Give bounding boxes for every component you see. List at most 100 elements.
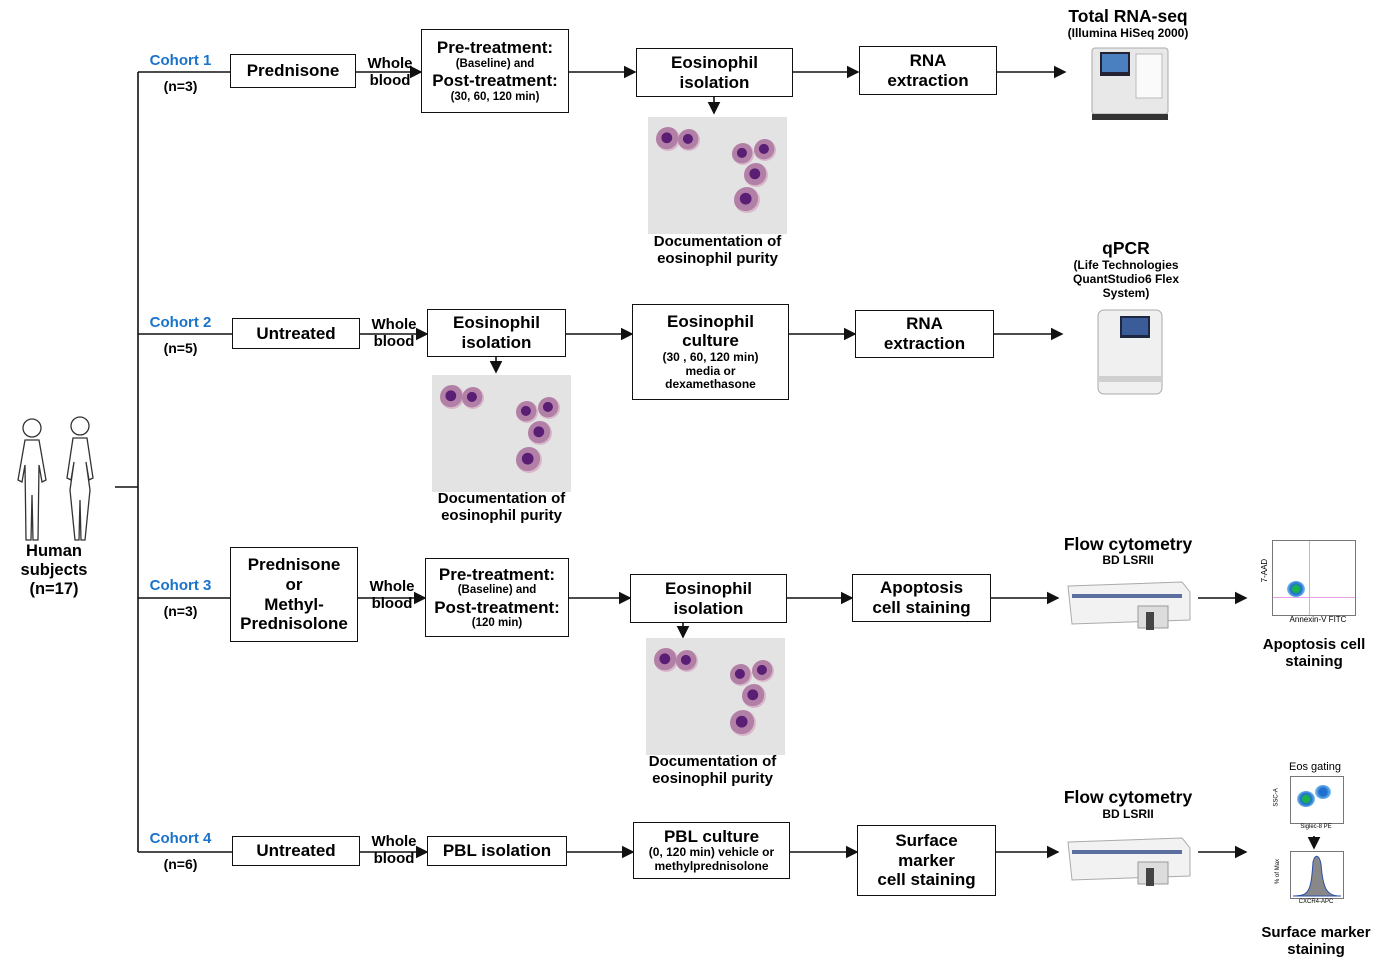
- post-treatment-label: Post-treatment:: [434, 597, 560, 617]
- qpcr-sub3: System): [1102, 285, 1150, 300]
- stain-line1: Surface: [895, 831, 958, 851]
- histogram-plot-ylabel: % of Max: [1275, 858, 1282, 884]
- apoptosis-plot-xlabel: Annexin-V FITC: [1289, 615, 1347, 624]
- eos-gating-label: Eos gating: [1289, 761, 1341, 773]
- stain-line1: Apoptosis: [879, 578, 964, 598]
- qpcr-instrument-icon: [1097, 309, 1163, 395]
- doc-line2: eosinophil purity: [652, 770, 773, 788]
- pre-treatment-label: Pre-treatment:: [436, 38, 554, 58]
- culture-line1: PBL culture: [663, 826, 760, 846]
- cohort1-label: Cohort 1: [149, 52, 212, 69]
- cohort4-drug-box: Untreated: [232, 836, 360, 866]
- res-line1: Surface marker: [1261, 924, 1371, 941]
- iso-line2: isolation: [673, 598, 744, 618]
- subjects-line2: subjects: [20, 560, 88, 579]
- cohort4-drug: Untreated: [256, 841, 336, 861]
- culture-time: (30 , 60, 120 min): [662, 349, 759, 364]
- cohort3-label: Cohort 3: [149, 577, 212, 594]
- stain-line2: marker: [898, 850, 955, 870]
- doc-line1: Documentation of: [648, 753, 777, 770]
- post-treatment-sub: (30, 60, 120 min): [450, 90, 540, 103]
- apoptosis-plot: [1272, 540, 1356, 616]
- iso-line1: Eosinophil: [453, 313, 540, 333]
- rna-line2: extraction: [887, 70, 969, 90]
- histogram-plot: [1290, 851, 1344, 899]
- pbl-isolation: PBL isolation: [442, 841, 552, 861]
- cohort3-n: (n=3): [163, 603, 198, 619]
- wb-line1: Whole: [371, 316, 417, 333]
- doc-line2: eosinophil purity: [441, 507, 562, 525]
- cohort4-output-sub: BD LSRII: [1102, 807, 1154, 821]
- cohort4-label: Cohort 4: [149, 830, 212, 847]
- cohort2-label: Cohort 2: [149, 314, 212, 331]
- res-line2: staining: [1287, 941, 1345, 959]
- gating-plot-ylabel: SSC-A: [1273, 788, 1280, 807]
- sequencer-icon: [1091, 47, 1169, 120]
- drug-line4: Prednisolone: [240, 614, 348, 634]
- drug-line3: Methyl-: [264, 594, 324, 614]
- flow-cytometer-icon: [1067, 581, 1191, 630]
- cohort3-output-sub: BD LSRII: [1102, 553, 1154, 567]
- cohort2-culture-box: Eosinophil culture (30 , 60, 120 min) me…: [632, 304, 789, 400]
- cohort1-n: (n=3): [163, 78, 198, 94]
- subjects-line1: Human: [26, 542, 82, 560]
- cohort2-output-title: qPCR: [1102, 238, 1150, 258]
- doc-line1: Documentation of: [437, 490, 566, 507]
- wb-line1: Whole: [371, 833, 417, 850]
- iso-line1: Eosinophil: [671, 52, 758, 72]
- cohort2-drug: Untreated: [256, 323, 336, 343]
- drug-line1: Prednisone: [247, 555, 341, 575]
- wb-line1: Whole: [367, 55, 413, 72]
- stain-line2: cell staining: [872, 598, 971, 617]
- subjects-label: Human subjects (n=17): [10, 542, 98, 599]
- cohort4-isolation-box: PBL isolation: [427, 836, 567, 866]
- cohort1-drug: Prednisone: [246, 61, 340, 81]
- cohort1-treatment-box: Pre-treatment: (Baseline) and Post-treat…: [421, 29, 569, 113]
- wb-line2: blood: [371, 595, 413, 613]
- cohort3-output-title: Flow cytometry: [1063, 534, 1193, 554]
- culture-line2: culture: [682, 331, 739, 351]
- iso-line2: isolation: [679, 72, 750, 92]
- cohort4-culture-box: PBL culture (0, 120 min) vehicle or meth…: [633, 822, 790, 879]
- qpcr-sub1: (Life Technologies: [1073, 258, 1179, 272]
- pre-treatment-sub: (Baseline) and: [457, 584, 537, 597]
- cohort2-n: (n=5): [163, 340, 198, 356]
- iso-line2: isolation: [461, 333, 532, 352]
- cohort4-n: (n=6): [163, 856, 198, 872]
- human-figures-icon: [17, 416, 94, 541]
- cohort1-output-sub: (Illumina HiSeq 2000): [1067, 26, 1189, 40]
- res-line2: staining: [1285, 653, 1343, 671]
- stain-line3: cell staining: [877, 870, 976, 890]
- gating-plot: [1290, 776, 1344, 824]
- cohort3-treatment-box: Pre-treatment: (Baseline) and Post-treat…: [425, 558, 569, 637]
- apoptosis-plot-ylabel: 7-AAD: [1260, 558, 1270, 583]
- iso-line1: Eosinophil: [665, 578, 752, 598]
- culture-line2: (0, 120 min) vehicle or: [648, 845, 775, 860]
- culture-line1: Eosinophil: [667, 311, 754, 331]
- subjects-count: (n=17): [29, 579, 79, 598]
- culture-drug: dexamethasone: [665, 377, 756, 392]
- cohort4-output-title: Flow cytometry: [1063, 787, 1193, 807]
- drug-line2: or: [285, 574, 303, 594]
- rna-line1: RNA: [906, 314, 943, 334]
- eosinophil-micrograph: [646, 638, 785, 755]
- doc-line2: eosinophil purity: [657, 250, 778, 268]
- wb-line1: Whole: [369, 578, 415, 595]
- wb-line2: blood: [369, 72, 411, 90]
